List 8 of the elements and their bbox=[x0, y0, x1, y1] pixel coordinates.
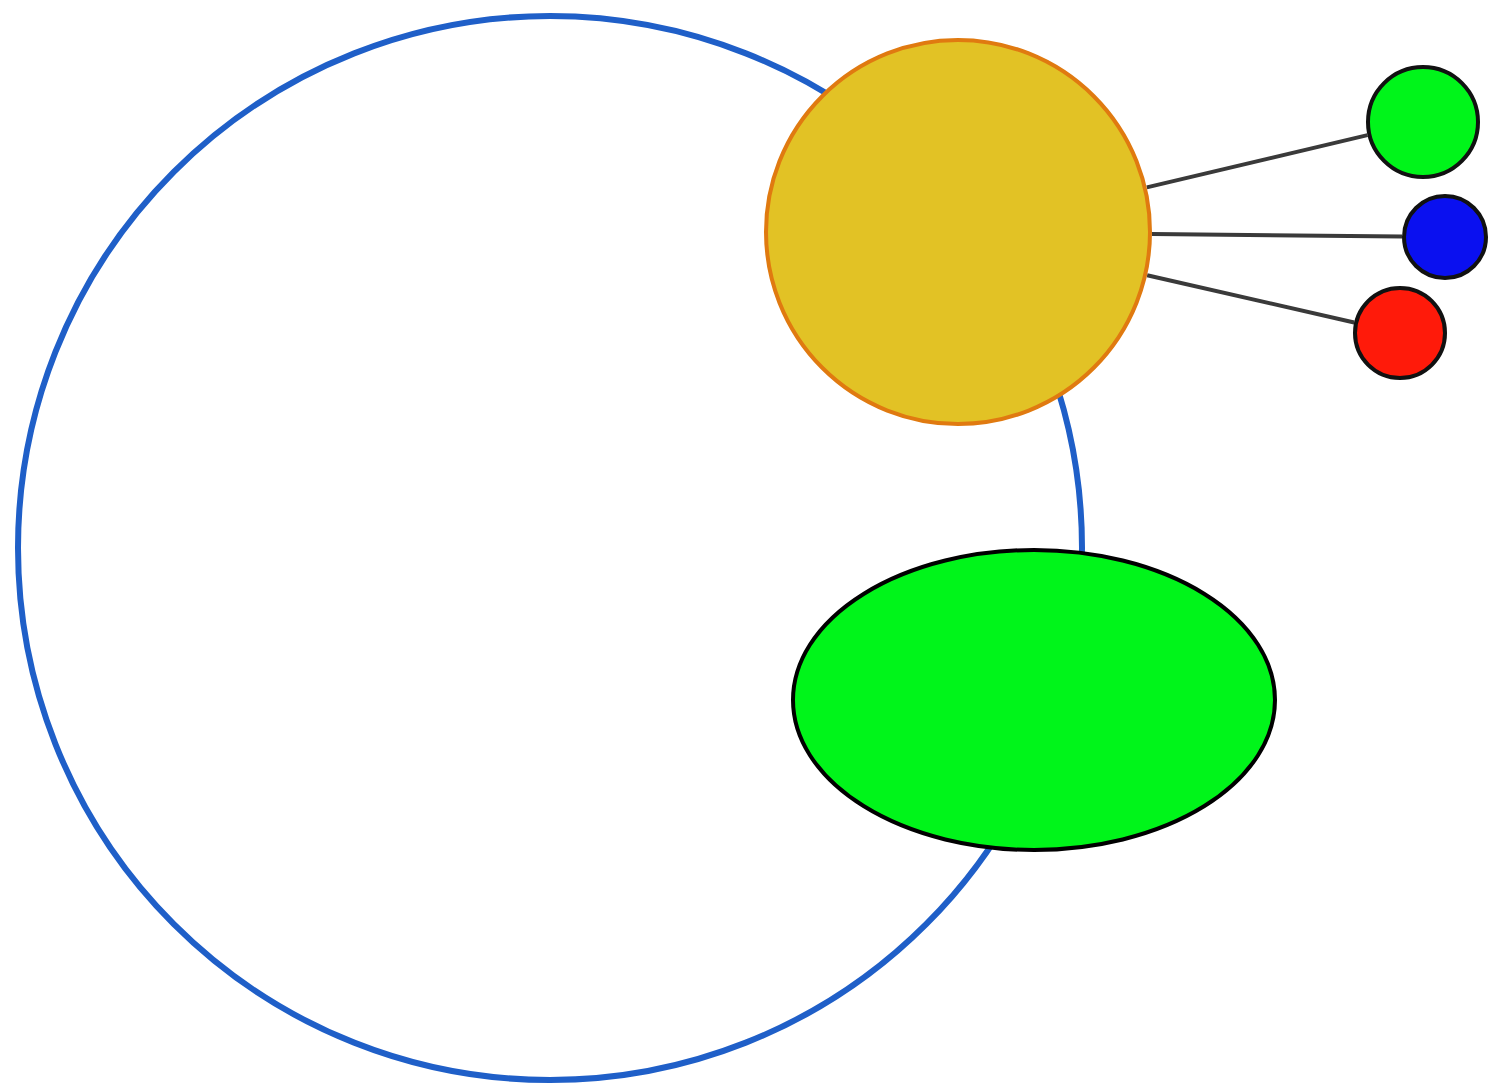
small-circle bbox=[1366, 65, 1480, 179]
connector-line bbox=[1146, 273, 1355, 325]
large-circle bbox=[764, 38, 1152, 426]
small-circle bbox=[1353, 286, 1447, 380]
connector-line bbox=[1151, 232, 1403, 239]
ellipse-shape bbox=[791, 548, 1277, 852]
connector-line bbox=[1146, 133, 1368, 190]
small-circle bbox=[1402, 194, 1488, 280]
